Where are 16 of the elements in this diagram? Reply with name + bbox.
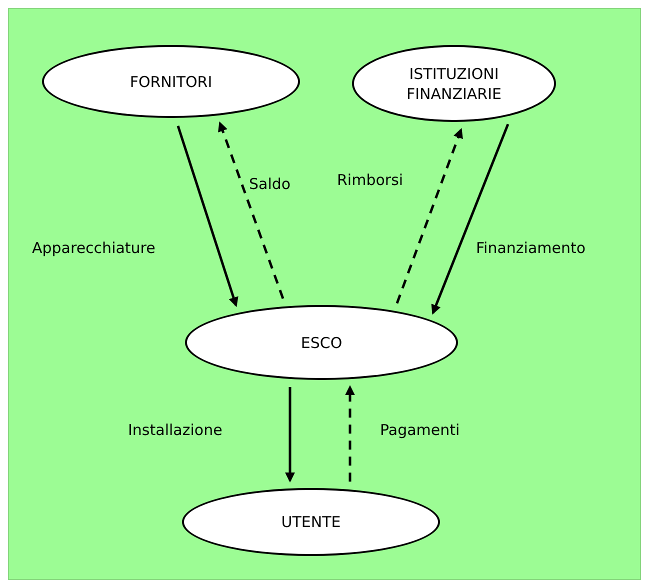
arrow: [431, 124, 510, 315]
edge-label: Apparecchiature: [32, 238, 156, 258]
node-label: UTENTE: [281, 512, 341, 532]
edge-label: Saldo: [249, 174, 291, 194]
node-label: FORNITORI: [130, 72, 212, 92]
arrow: [345, 385, 355, 482]
node-label: ESCO: [300, 332, 342, 352]
edge-label: Rimborsi: [337, 170, 404, 190]
arrow: [396, 128, 463, 304]
edge-label: Finanziamento: [476, 238, 586, 258]
arrow: [285, 387, 295, 482]
arrow: [218, 121, 284, 299]
edge-label: Pagamenti: [380, 420, 460, 440]
arrow: [176, 126, 238, 308]
node-label: ISTITUZIONI FINANZIARIE: [405, 64, 503, 104]
edge-label: Installazione: [128, 420, 222, 440]
